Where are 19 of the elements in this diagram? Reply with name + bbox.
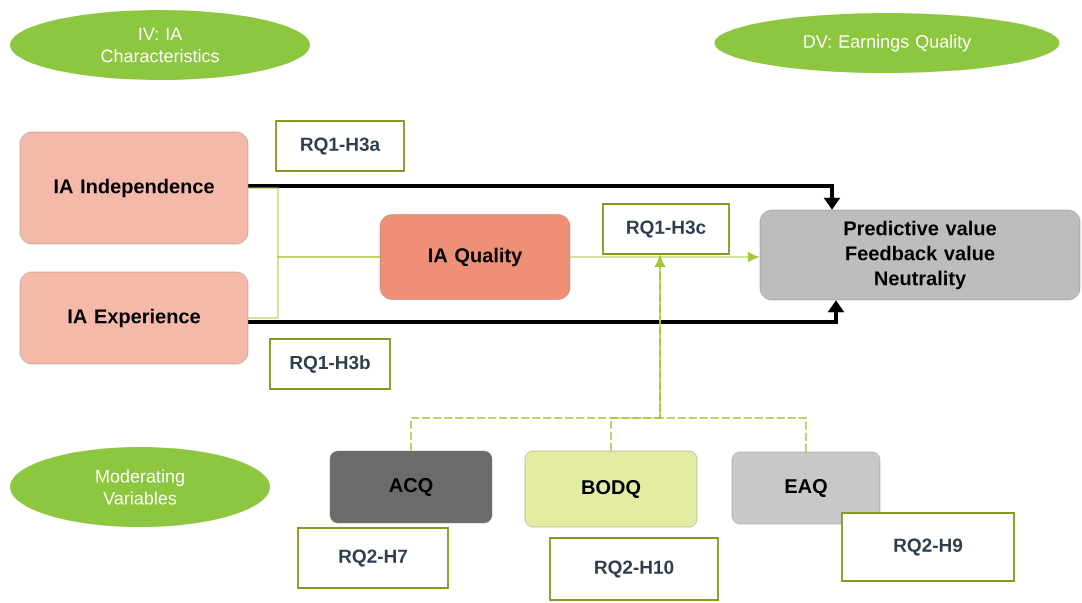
hypothesis-box: RQ2-H7 — [297, 527, 449, 589]
oval-label: DV: Earnings Quality — [714, 13, 1060, 73]
outcome-box: Predictive value Feedback value Neutrality — [759, 209, 1081, 301]
arrow — [655, 256, 807, 453]
variable-box: EAQ — [731, 451, 881, 525]
variable-box: IA Quality — [379, 214, 571, 300]
hypothesis-box: RQ1-H3a — [275, 120, 405, 172]
variable-box: ACQ — [329, 450, 493, 524]
hypothesis-box: RQ1-H3b — [269, 338, 391, 390]
variable-box: BODQ — [524, 450, 698, 528]
variable-box: IA Independence — [19, 131, 249, 245]
variable-box: IA Experience — [19, 271, 249, 365]
connector-line — [247, 256, 381, 319]
hypothesis-box: RQ2-H10 — [549, 537, 719, 601]
arrow — [569, 252, 759, 263]
hypothesis-box: RQ1-H3c — [602, 203, 730, 255]
hypothesis-box: RQ2-H9 — [841, 512, 1015, 582]
oval-label: Moderating Variables — [10, 447, 270, 527]
oval-label: IV: IA Characteristics — [10, 10, 310, 80]
